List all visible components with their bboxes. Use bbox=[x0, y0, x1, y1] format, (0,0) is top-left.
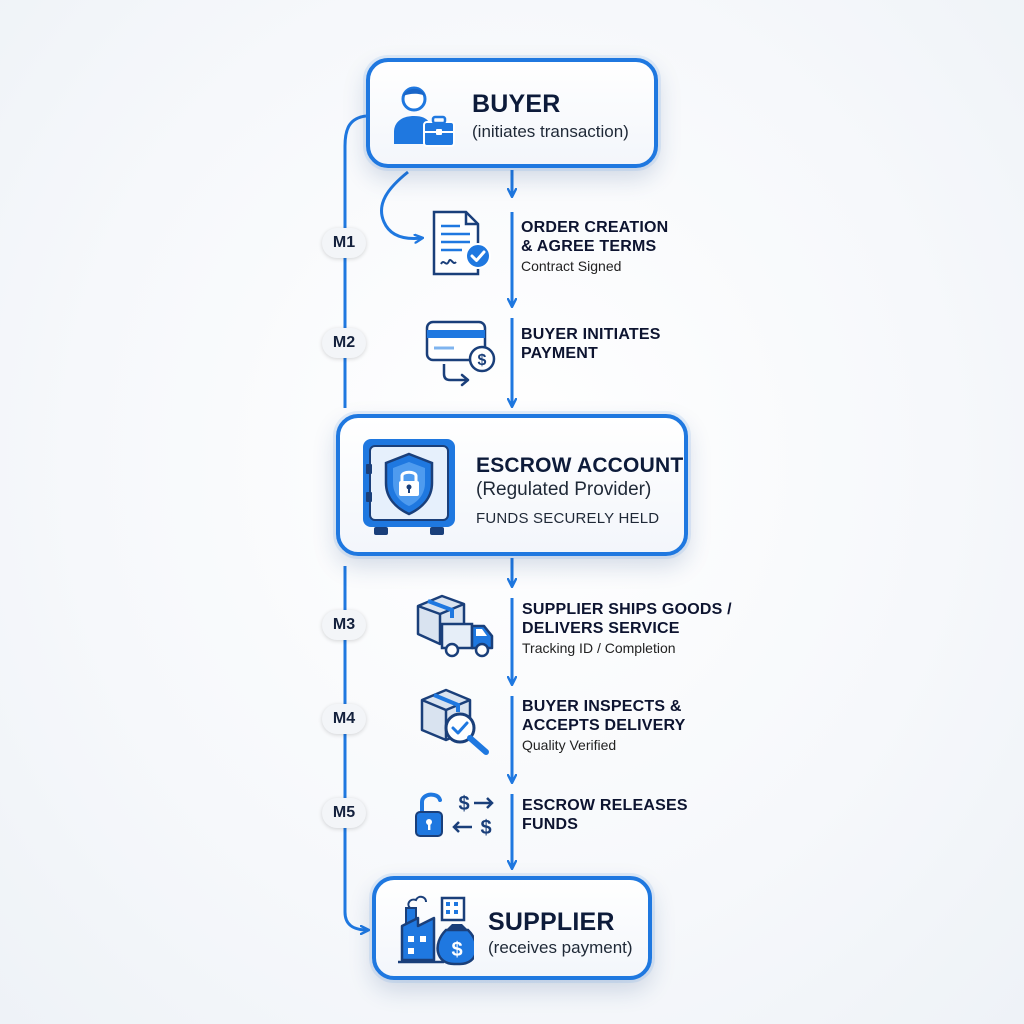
supplier-node[interactable]: $ SUPPLIER (receives payment) bbox=[372, 876, 652, 980]
milestone-badge-m2: M2 bbox=[322, 328, 366, 358]
milestone-badge-m5: M5 bbox=[322, 798, 366, 828]
milestone-rail-bottom bbox=[343, 566, 368, 930]
step-inspect-title-2: ACCEPTS DELIVERY bbox=[522, 717, 686, 734]
milestone-badge-m3: M3 bbox=[322, 610, 366, 640]
escrow-subtitle: (Regulated Provider) bbox=[476, 479, 652, 500]
svg-text:$: $ bbox=[458, 793, 469, 815]
supplier-subtitle: (receives payment) bbox=[488, 938, 633, 957]
step-ship-title-1: SUPPLIER SHIPS GOODS / bbox=[522, 601, 732, 618]
arrow-buyer-to-contract bbox=[380, 170, 422, 238]
unlock-funds-icon: $ $ bbox=[414, 788, 500, 847]
escrow-status: FUNDS SECURELY HELD bbox=[476, 510, 660, 527]
buyer-node[interactable]: BUYER (initiates transaction) bbox=[366, 58, 658, 168]
step-ship-detail: Tracking ID / Completion bbox=[522, 640, 676, 656]
step-order-title-1: ORDER CREATION bbox=[521, 219, 669, 236]
step-release-title-2: FUNDS bbox=[522, 816, 579, 833]
buyer-title: BUYER bbox=[472, 90, 561, 118]
step-inspect-title-1: BUYER INSPECTS & bbox=[522, 698, 682, 715]
svg-text:$: $ bbox=[478, 352, 487, 369]
escrow-title: ESCROW ACCOUNT bbox=[476, 454, 684, 477]
step-inspect-detail: Quality Verified bbox=[522, 737, 617, 753]
step-ship-title-2: DELIVERS SERVICE bbox=[522, 620, 680, 637]
step-payment-title-2: PAYMENT bbox=[521, 345, 598, 362]
supplier-title: SUPPLIER bbox=[488, 908, 615, 936]
step-release-title-1: ESCROW RELEASES bbox=[522, 797, 688, 814]
escrow-node[interactable]: ESCROW ACCOUNT (Regulated Provider) FUND… bbox=[336, 414, 688, 556]
buyer-icon bbox=[390, 82, 458, 155]
payment-card-icon: $ bbox=[424, 318, 498, 393]
step-order-detail: Contract Signed bbox=[521, 258, 622, 274]
milestone-badge-m4: M4 bbox=[322, 704, 366, 734]
delivery-truck-icon bbox=[414, 594, 496, 663]
safe-shield-icon bbox=[360, 436, 460, 545]
inspect-package-icon bbox=[418, 688, 496, 763]
contract-icon bbox=[430, 210, 496, 283]
step-order-title-2: & AGREE TERMS bbox=[521, 238, 657, 255]
svg-text:$: $ bbox=[451, 939, 462, 961]
buyer-subtitle: (initiates transaction) bbox=[472, 122, 629, 141]
milestone-badge-m1: M1 bbox=[322, 228, 366, 258]
step-payment-title-1: BUYER INITIATES bbox=[521, 326, 661, 343]
svg-text:$: $ bbox=[480, 817, 491, 839]
factory-money-icon: $ bbox=[398, 894, 478, 973]
milestone-rail-top bbox=[343, 114, 367, 408]
